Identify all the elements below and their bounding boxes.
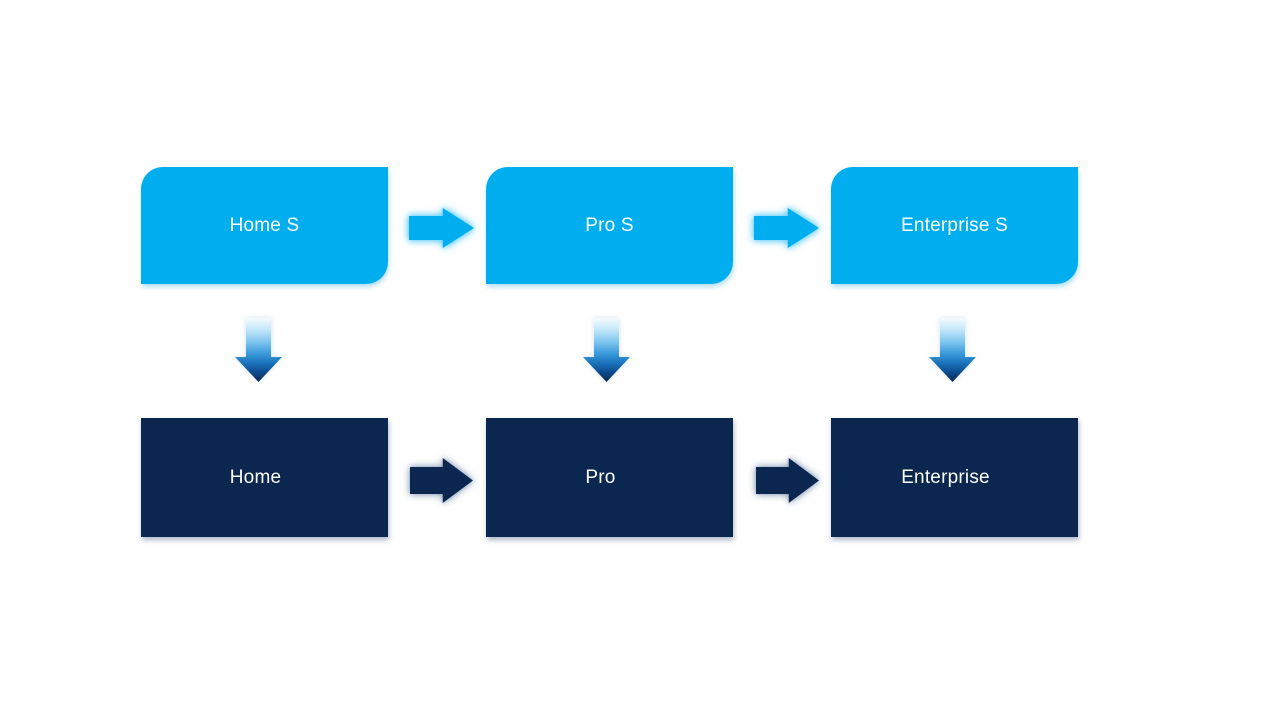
- right-arrow-shape: [754, 208, 819, 248]
- right-arrow-icon: [756, 458, 819, 503]
- node-pro-s-label: Pro S: [585, 214, 634, 236]
- node-home-s: Home S: [141, 167, 388, 284]
- down-arrow-icon: [583, 318, 630, 382]
- node-pro-label: Pro: [585, 466, 616, 488]
- node-pro-s: Pro S: [486, 167, 733, 284]
- node-home-label: Home: [229, 466, 282, 488]
- right-arrow-shape: [756, 458, 819, 503]
- node-enterprise: Enterprise: [831, 418, 1078, 537]
- down-arrow-icon: [929, 318, 976, 382]
- node-pro: Pro: [486, 418, 733, 537]
- right-arrow-icon: [410, 458, 473, 503]
- right-arrow-shape: [410, 458, 473, 503]
- right-arrow-shape: [409, 208, 474, 248]
- right-arrow-icon: [409, 208, 474, 248]
- node-enterprise-s: Enterprise S: [831, 167, 1078, 284]
- right-arrow-icon: [754, 208, 819, 248]
- down-arrow-shape: [235, 318, 282, 382]
- node-enterprise-label: Enterprise: [901, 466, 990, 488]
- node-home: Home: [141, 418, 388, 537]
- down-arrow-icon: [235, 318, 282, 382]
- node-home-s-label: Home S: [229, 214, 300, 236]
- node-enterprise-s-label: Enterprise S: [901, 214, 1008, 236]
- down-arrow-shape: [929, 318, 976, 382]
- down-arrow-shape: [583, 318, 630, 382]
